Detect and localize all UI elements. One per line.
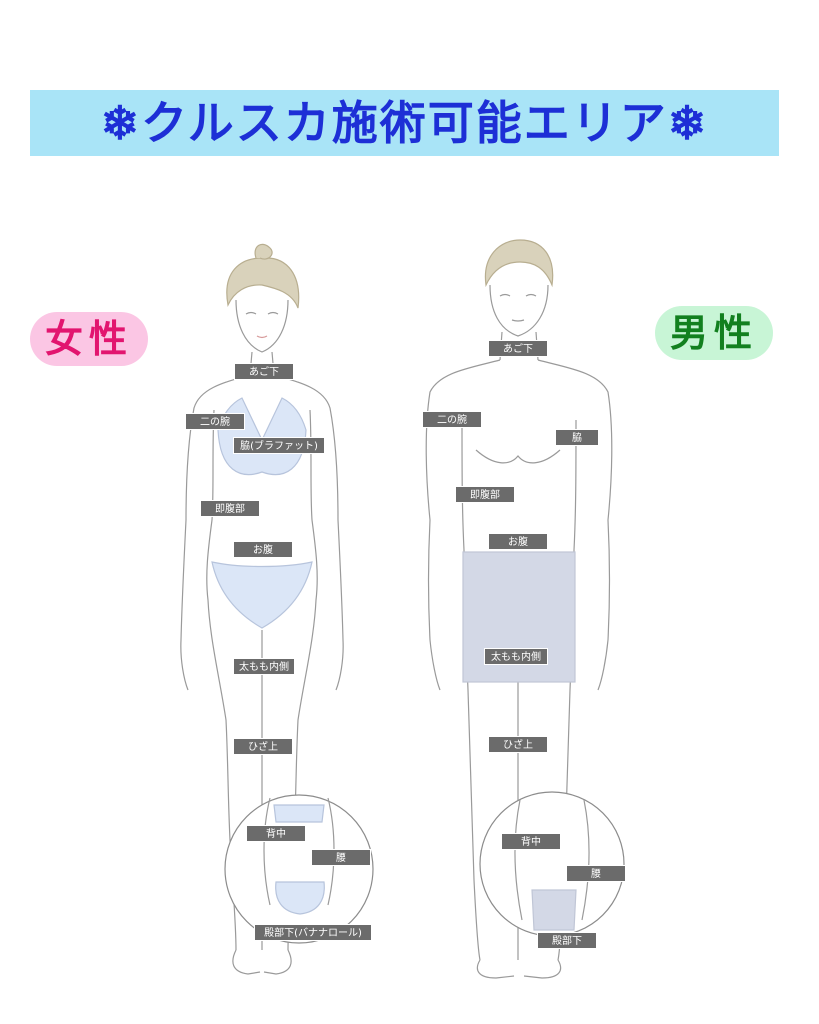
male-tag-armpit: 脇 — [555, 429, 599, 446]
male-face — [489, 284, 549, 337]
male-tag-back: 背中 — [501, 833, 561, 850]
female-lips — [256, 335, 268, 339]
female-briefs — [211, 561, 313, 629]
female-tag-buttock-under: 殿部下(バナナロール) — [254, 924, 372, 941]
male-back-shorts — [531, 889, 577, 931]
female-tag-armpit: 脇(ブラファット) — [233, 437, 325, 454]
male-figure — [425, 239, 625, 979]
male-tag-flank: 即腹部 — [455, 486, 515, 503]
female-tag-upper-arm: 二の腕 — [185, 413, 245, 430]
female-hair-bun — [254, 243, 273, 260]
male-label-badge: 男性 — [655, 306, 773, 360]
female-label-badge: 女性 — [30, 312, 148, 366]
male-tag-buttock-under: 殿部下 — [537, 932, 597, 949]
female-feet — [232, 949, 292, 975]
male-tag-upper-arm: 二の腕 — [422, 411, 482, 428]
male-feet — [476, 959, 562, 979]
male-tag-chin: あご下 — [488, 340, 548, 357]
page-title-banner: ❄クルスカ施術可能エリア❄ — [30, 90, 779, 156]
female-tag-back: 背中 — [246, 825, 306, 842]
female-tag-flank: 即腹部 — [200, 500, 260, 517]
female-tag-above-knee: ひざ上 — [233, 738, 293, 755]
female-tag-waist: 腰 — [311, 849, 371, 866]
male-hair — [484, 239, 554, 288]
page-title: ❄クルスカ施術可能エリア❄ — [100, 96, 709, 150]
male-tag-inner-thigh: 太もも内側 — [484, 648, 548, 665]
male-tag-belly: お腹 — [488, 533, 548, 550]
female-torso-outline — [180, 374, 344, 691]
male-torso-outline — [425, 359, 613, 691]
male-eyes — [499, 293, 537, 297]
female-back-briefs — [275, 881, 325, 915]
male-label: 男性 — [669, 310, 758, 355]
female-tag-belly: お腹 — [233, 541, 293, 558]
male-tag-waist: 腰 — [566, 865, 626, 882]
male-chest — [475, 449, 561, 464]
female-eyes — [245, 311, 279, 315]
female-tag-chin: あご下 — [234, 363, 294, 380]
male-tag-above-knee: ひざ上 — [488, 736, 548, 753]
male-mouth — [511, 319, 525, 322]
female-face — [235, 299, 289, 353]
male-back-outline — [514, 799, 590, 921]
female-tag-inner-thigh: 太もも内側 — [233, 658, 295, 675]
female-back-bra — [273, 804, 325, 823]
female-hair — [226, 257, 300, 309]
female-label: 女性 — [44, 316, 133, 361]
